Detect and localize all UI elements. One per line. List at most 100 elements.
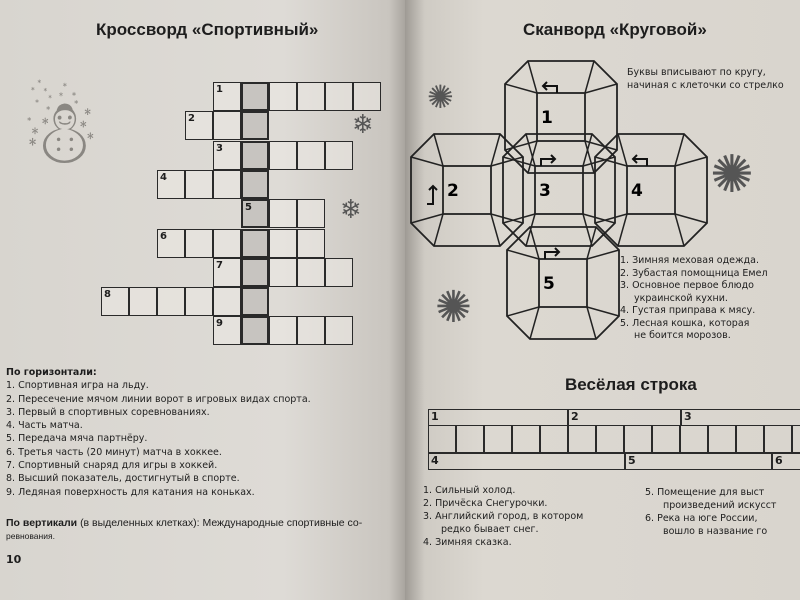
- direction-arrow-icon: [541, 81, 558, 93]
- clue: 6. Третья часть (20 минут) матча в хокке…: [6, 446, 222, 458]
- crossword-cell[interactable]: [297, 316, 325, 346]
- crossword-cell[interactable]: [297, 199, 325, 229]
- key-cell[interactable]: [241, 82, 269, 111]
- instruction: Буквы вписывают по кругу, начиная с клет…: [627, 66, 784, 93]
- crossword-cell[interactable]: [213, 287, 241, 317]
- strip-cell[interactable]: [512, 425, 540, 453]
- instruction-line: начиная с клеточки со стрелко: [627, 80, 784, 92]
- crossword-cell[interactable]: [325, 257, 353, 287]
- crossword-cell[interactable]: [325, 82, 353, 111]
- ring-1[interactable]: 1: [504, 60, 618, 174]
- crossword-cell[interactable]: [297, 140, 325, 170]
- page-number: 10: [6, 553, 22, 566]
- clue: 2. Пересечение мячом линии ворот в игров…: [6, 393, 311, 405]
- clue: 4. Густая приправа к мясу.: [620, 305, 756, 316]
- crossword-cell[interactable]: [269, 199, 297, 229]
- crossword-cell[interactable]: 9: [213, 316, 241, 346]
- crossword-cell[interactable]: [297, 82, 325, 111]
- crossword-cell[interactable]: [269, 140, 297, 170]
- clue-number: 5: [245, 202, 252, 214]
- crossword-cell[interactable]: 1: [213, 82, 241, 111]
- strip-cell[interactable]: [596, 425, 624, 453]
- crossword-cell[interactable]: 2: [185, 111, 213, 141]
- clue-number: 7: [216, 259, 223, 271]
- clue: 6. Река на юге России,: [645, 513, 758, 524]
- crossword-cell[interactable]: 3: [213, 140, 241, 170]
- strip-cell[interactable]: [456, 425, 484, 453]
- clue-number: 3: [216, 142, 223, 154]
- crossword-cell[interactable]: 6: [157, 228, 185, 258]
- crossword-cell[interactable]: [185, 228, 213, 258]
- crossword-cell[interactable]: [269, 257, 297, 287]
- ring-4[interactable]: 4: [594, 133, 708, 247]
- crossword-cell[interactable]: [185, 287, 213, 317]
- clue: 2. Зубастая помощница Емел: [620, 267, 768, 279]
- crossword-cell[interactable]: [297, 228, 325, 258]
- crossword-cell[interactable]: [213, 228, 241, 258]
- strip-cell[interactable]: [736, 425, 764, 453]
- strip-cell[interactable]: [484, 425, 512, 453]
- clue: вошло в название го: [663, 526, 768, 537]
- key-cell[interactable]: [241, 169, 269, 199]
- crossword-cell[interactable]: [213, 111, 241, 141]
- snowflake-icon: ✺: [710, 145, 754, 205]
- direction-arrow-icon: [631, 154, 648, 166]
- clue-number: 2: [188, 113, 195, 125]
- key-cell[interactable]: 5: [241, 199, 269, 229]
- ring-5[interactable]: 5: [506, 226, 620, 340]
- crossword-cell[interactable]: [353, 82, 381, 111]
- crossword-cell[interactable]: 8: [101, 287, 129, 317]
- strip-cell[interactable]: [652, 425, 680, 453]
- strip-cell[interactable]: [680, 425, 708, 453]
- clue-number: 8: [104, 289, 111, 301]
- crossword-title: Кроссворд «Спортивный»: [96, 20, 319, 39]
- crossword-cell[interactable]: [129, 287, 157, 317]
- snowflake-icon: ✺: [435, 282, 472, 333]
- crossword-cell[interactable]: [325, 316, 353, 346]
- ring-clues: 1. Зимняя меховая одежда. 2. Зубастая по…: [620, 255, 768, 343]
- strip-cell[interactable]: [568, 425, 596, 453]
- clue: 7. Спортивный снаряд для игры в хоккей.: [6, 460, 218, 472]
- crossword-cell[interactable]: [325, 140, 353, 170]
- key-cell[interactable]: [241, 287, 269, 317]
- crossword-cell[interactable]: 7: [213, 257, 241, 287]
- clue: не боится морозов.: [634, 330, 731, 341]
- crossword-cell[interactable]: 4: [157, 169, 185, 199]
- clue-number: 9: [216, 318, 223, 330]
- instruction-line: Буквы вписывают по кругу,: [627, 67, 766, 78]
- strip-cell[interactable]: [764, 425, 792, 453]
- key-cell[interactable]: [241, 111, 269, 141]
- crossword-cell[interactable]: [185, 169, 213, 199]
- crossword-cell[interactable]: [297, 257, 325, 287]
- clue: 3. Основное первое блюдо: [620, 280, 754, 291]
- merry-line-strip: 1 2 3 4 5 6: [428, 409, 800, 471]
- clue-number: 6: [160, 230, 167, 242]
- down-heading: По вертикали: [6, 517, 78, 529]
- crossword-cell[interactable]: [213, 169, 241, 199]
- key-cell[interactable]: [241, 228, 269, 258]
- clue: 1. Зимняя меховая одежда.: [620, 255, 759, 266]
- ring-number: 2: [447, 181, 459, 201]
- crossword-cell[interactable]: [269, 82, 297, 111]
- ring-2[interactable]: 2: [410, 133, 524, 247]
- across-clues: По горизонтали: 1. Спортивная игра на ль…: [6, 366, 311, 499]
- strip-cell[interactable]: [792, 425, 800, 453]
- crossword-cell[interactable]: [269, 316, 297, 346]
- strip-cell[interactable]: [540, 425, 568, 453]
- strip-label: 6: [772, 453, 800, 470]
- strip-cell[interactable]: [708, 425, 736, 453]
- strip-cell[interactable]: [624, 425, 652, 453]
- ring-number: 5: [543, 274, 555, 294]
- direction-arrow-icon: [544, 247, 561, 259]
- clue: 5. Лесная кошка, которая: [620, 317, 750, 329]
- clue: 4. Часть матча.: [6, 420, 83, 432]
- strip-cell[interactable]: [428, 425, 456, 453]
- key-cell[interactable]: [241, 257, 269, 287]
- crossword-cell[interactable]: [157, 287, 185, 317]
- crossword-cell[interactable]: [269, 228, 297, 258]
- key-cell[interactable]: [241, 140, 269, 170]
- across-heading: По горизонтали:: [6, 367, 97, 378]
- strip-label: 2: [568, 409, 681, 426]
- key-cell[interactable]: [241, 316, 269, 346]
